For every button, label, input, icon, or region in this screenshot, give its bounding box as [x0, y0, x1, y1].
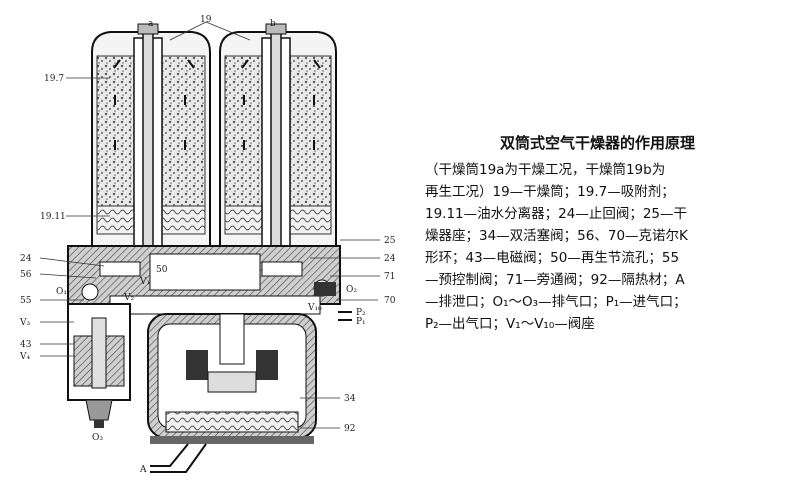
label-71: 71 [384, 272, 395, 282]
double-piston-valve-34 [147, 313, 317, 439]
label-b: b [270, 19, 276, 29]
label-55: 55 [20, 296, 32, 306]
label-25: 25 [384, 236, 396, 246]
caption-line: 形环；43—电磁阀；50—再生节流孔；55 [425, 250, 680, 266]
leader-lines [39, 21, 380, 429]
label-o1: O₁ [56, 287, 67, 297]
label-19-7: 19.7 [44, 74, 64, 84]
label-v3: V₃ [19, 318, 30, 328]
caption-title: 双筒式空气干燥器的作用原理 [499, 134, 695, 152]
insulation-and-exhaust [150, 436, 314, 473]
diagram-caption: 双筒式空气干燥器的作用原理 （干燥筒19a为干燥工况，干燥筒19b为 再生工况）… [425, 132, 770, 335]
caption-line: （干燥筒19a为干燥工况，干燥筒19b为 [425, 162, 666, 178]
solenoid-valve-43 [67, 303, 131, 428]
label-a: a [148, 19, 154, 29]
label-v4: V₄ [19, 352, 30, 362]
label-19-11: 19.11 [40, 212, 66, 222]
drying-cylinder-19b [219, 23, 337, 267]
label-34: 34 [344, 394, 356, 404]
dryer-seat-body [67, 245, 352, 321]
label-24-right: 24 [384, 254, 396, 264]
label-o2: O₂ [346, 285, 357, 295]
caption-line: 再生工况）19—干燥筒；19.7—吸附剂； [425, 184, 675, 200]
label-v10: V₁₀ [307, 303, 322, 313]
label-v1: V₁ [139, 277, 150, 287]
label-p2: P₂ [356, 308, 366, 318]
label-43: 43 [20, 340, 32, 350]
label-56: 56 [20, 270, 32, 280]
caption-line: —排泄口；O₁～O₃—排气口；P₁—进气口； [425, 294, 687, 310]
label-a-drain: A [139, 465, 147, 475]
label-50: 50 [156, 265, 168, 275]
label-v2: V₂ [123, 293, 134, 303]
label-70: 70 [384, 296, 396, 306]
caption-body: （干燥筒19a为干燥工况，干燥筒19b为 再生工况）19—干燥筒；19.7—吸附… [425, 159, 770, 335]
drying-cylinder-19a [91, 23, 211, 267]
caption-line: 19.11—油水分离器；24—止回阀；25—干 [425, 206, 688, 222]
caption-line: 燥器座；34—双活塞阀；56、70—克诺尔K [425, 228, 688, 244]
part-labels: 19 a b 19.7 19.11 24 56 O₁ 55 V₃ 43 V₄ O… [19, 15, 396, 475]
caption-line: P₂—出气口；V₁～V₁₀—阀座 [425, 316, 595, 332]
label-19: 19 [200, 15, 212, 25]
label-p1: P₁ [356, 317, 366, 327]
label-92: 92 [344, 424, 355, 434]
label-o3: O₃ [92, 433, 103, 443]
label-24-left: 24 [20, 254, 32, 264]
caption-line: —预控制阀；71—旁通阀；92—隔热材；A [425, 272, 685, 288]
